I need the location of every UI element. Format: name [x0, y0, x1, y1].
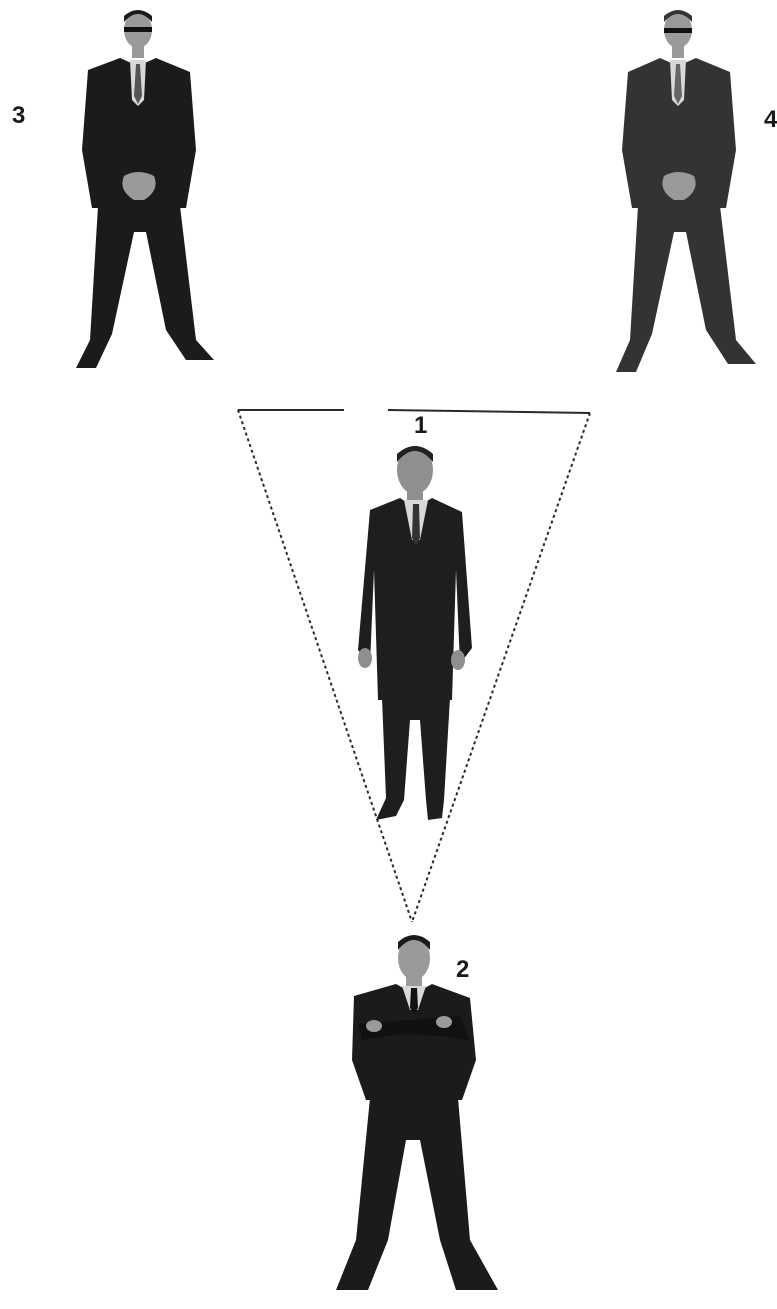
legs	[336, 1098, 498, 1290]
person-4-figure	[616, 10, 756, 372]
person-2-figure	[336, 935, 498, 1290]
sunglasses	[664, 28, 692, 33]
person-2-label: 2	[456, 958, 469, 982]
person-3-figure	[76, 10, 214, 368]
person-3-label: 3	[12, 104, 25, 128]
legs	[376, 698, 450, 820]
legs	[616, 206, 756, 372]
sunglasses	[124, 27, 152, 32]
person-1-label: 1	[414, 414, 427, 438]
legs	[76, 206, 214, 368]
left-hand	[358, 648, 372, 668]
person-1-figure	[358, 446, 472, 820]
right-hand	[451, 650, 465, 670]
person-4-label: 4	[764, 108, 777, 132]
